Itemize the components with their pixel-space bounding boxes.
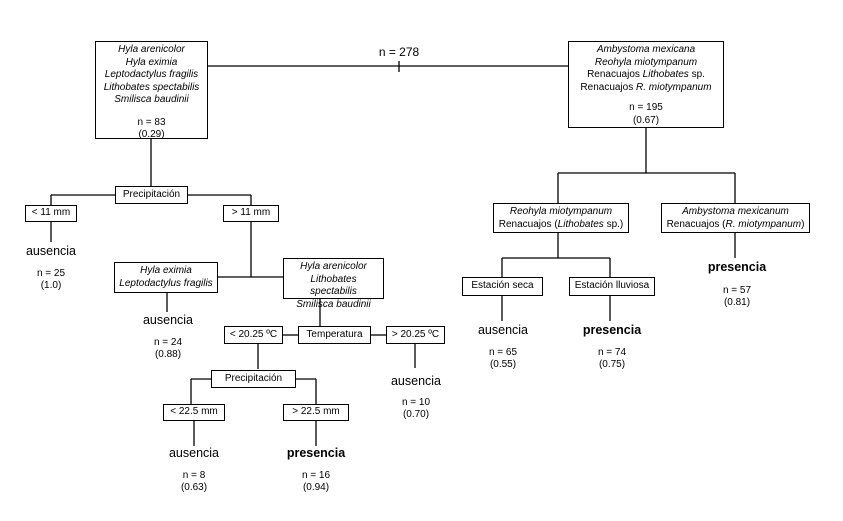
temperature-low-branch: < 20.25 ºC bbox=[224, 326, 283, 344]
right-line-3: Renacuajos Lithobates sp. bbox=[587, 69, 705, 80]
precip2-low-outcome: ausencia bbox=[168, 446, 220, 460]
wet-season-outcome: presencia bbox=[582, 323, 642, 337]
dry-season-node: Estación seca bbox=[462, 277, 543, 296]
temperature-high-outcome: ausencia bbox=[390, 374, 442, 388]
precipitation-node-2: Precipitación bbox=[211, 370, 296, 388]
left-species-group-box: Hyla arenicolor Hyla eximia Leptodactylu… bbox=[95, 41, 208, 140]
left-species-4: Lithobates spectabilis bbox=[103, 81, 200, 93]
precip2-high-stats: n = 16(0.94) bbox=[301, 470, 331, 493]
precip2-high-outcome: presencia bbox=[286, 446, 346, 460]
right-line-2: Reohyla miotympanum bbox=[594, 56, 698, 68]
dry-season-stats: n = 65(0.55) bbox=[488, 347, 518, 370]
right-group-p: (0.67) bbox=[632, 114, 660, 126]
ambystoma-stats: n = 57(0.81) bbox=[722, 285, 752, 308]
right-species-group-box: Ambystoma mexicana Reohyla miotympanum R… bbox=[568, 41, 724, 128]
reohyla-box: Reohyla miotympanum Renacuajos (Lithobat… bbox=[493, 203, 629, 233]
precipitation-node-1: Precipitación bbox=[115, 186, 188, 204]
precip1-low-branch: < 11 mm bbox=[25, 205, 77, 222]
left-group-p: (0.29) bbox=[138, 129, 165, 140]
left-group-n: n = 83 bbox=[137, 116, 166, 128]
right-line-4: Renacuajos R. miotympanum bbox=[580, 81, 712, 93]
left-species-1: Hyla arenicolor bbox=[118, 44, 185, 55]
dry-season-outcome: ausencia bbox=[477, 323, 529, 337]
temperature-high-branch: > 20.25 ºC bbox=[386, 326, 445, 344]
precip2-high-branch: > 22.5 mm bbox=[283, 404, 349, 421]
precip1-low-outcome: ausencia bbox=[25, 244, 77, 258]
temperature-high-stats: n = 10(0.70) bbox=[401, 397, 431, 420]
eximia-outcome: ausencia bbox=[142, 313, 194, 327]
precip2-low-branch: < 22.5 mm bbox=[163, 404, 225, 421]
precip2-low-stats: n = 8(0.63) bbox=[180, 470, 208, 493]
wet-season-stats: n = 74(0.75) bbox=[597, 347, 627, 370]
right-line-1: Ambystoma mexicana bbox=[596, 44, 696, 55]
right-group-n: n = 195 bbox=[629, 102, 663, 113]
left-species-3: Leptodactylus fragilis bbox=[104, 69, 199, 80]
precip1-low-stats: n = 25(1.0) bbox=[36, 268, 66, 291]
root-sample-size: n = 278 bbox=[378, 45, 420, 59]
temperature-node: Temperatura bbox=[298, 326, 371, 344]
ambystoma-outcome: presencia bbox=[707, 260, 767, 274]
ambystoma-box: Ambystoma mexicanum Renacuajos (R. mioty… bbox=[661, 203, 810, 233]
wet-season-node: Estación lluviosa bbox=[569, 277, 655, 296]
arenicolor-species-box: Hyla arenicolor Lithobates spectabilis S… bbox=[283, 258, 384, 310]
left-species-2: Hyla eximia bbox=[125, 56, 178, 68]
eximia-stats: n = 24(0.88) bbox=[153, 337, 183, 360]
left-species-5: Smilisca baudinii bbox=[114, 94, 189, 105]
precip1-high-branch: > 11 mm bbox=[223, 205, 279, 222]
eximia-species-box: Hyla eximia Leptodactylus fragilis bbox=[114, 262, 218, 293]
